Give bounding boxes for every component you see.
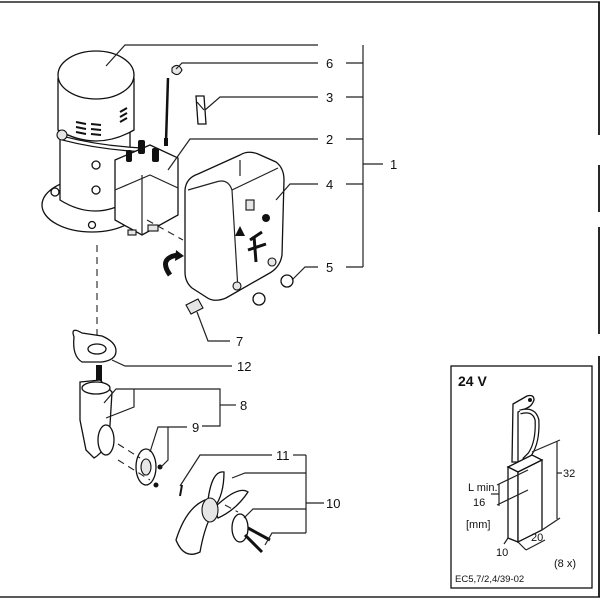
bearing-part (117, 443, 163, 488)
fuse-part (185, 298, 204, 315)
motor-top-cap (57, 50, 135, 100)
callout-2: 2 (326, 132, 333, 147)
flange-bolt-hole (50, 187, 60, 197)
unit-label: [mm] (466, 519, 490, 531)
clip-part (195, 95, 207, 125)
callout-6: 6 (326, 56, 333, 71)
drawing-code: EC5,7/2,4/39-02 (455, 574, 524, 585)
cable-lug-part (164, 64, 183, 146)
leader-lines (103, 44, 383, 546)
callout-10: 10 (326, 496, 340, 511)
screw-5a (280, 274, 294, 288)
callout-12: 12 (237, 359, 251, 374)
screw-axis (146, 219, 184, 241)
brush-terminal (511, 394, 535, 463)
rotation-arrow-icon (163, 252, 179, 277)
flange-bolt-hole (87, 220, 97, 230)
cover-part (184, 151, 285, 301)
motor (41, 50, 179, 236)
callout-7: 7 (236, 334, 243, 349)
callout-11: 11 (276, 448, 290, 463)
dim-lmin-value: 16 (473, 497, 485, 509)
callout-8: 8 (240, 398, 247, 413)
screw-5b (252, 292, 266, 306)
brush-spec-inset: 24 V 32 L min. 16 [mm] 20 10 (8 x) E (450, 365, 593, 589)
inset-title: 24 V (458, 373, 487, 389)
dim-thickness: 10 (496, 547, 508, 559)
callout-5: 5 (326, 260, 333, 275)
brush-front (517, 458, 543, 544)
dim-width: 20 (531, 532, 543, 544)
callout-1: 1 (390, 157, 397, 172)
quantity-label: (8 x) (554, 558, 576, 570)
callout-4: 4 (326, 177, 333, 192)
contactor-block (114, 144, 179, 236)
gearbox-part (79, 365, 115, 459)
dim-length: 32 (563, 468, 575, 480)
dim-lmin-label: L min. (468, 482, 498, 494)
fan-part (175, 471, 271, 555)
brush-side (507, 465, 519, 543)
callout-3: 3 (326, 90, 333, 105)
callout-9: 9 (192, 420, 199, 435)
